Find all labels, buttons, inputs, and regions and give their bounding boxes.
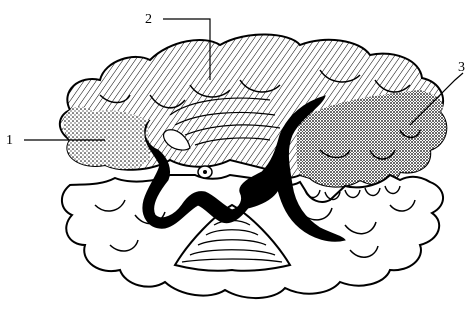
callout-label-3: 3	[458, 60, 465, 75]
callout-label-2: 2	[145, 12, 152, 27]
callout-label-1: 1	[6, 133, 13, 148]
upper-cortex	[60, 34, 446, 186]
region-1-left-lobe	[63, 106, 150, 169]
